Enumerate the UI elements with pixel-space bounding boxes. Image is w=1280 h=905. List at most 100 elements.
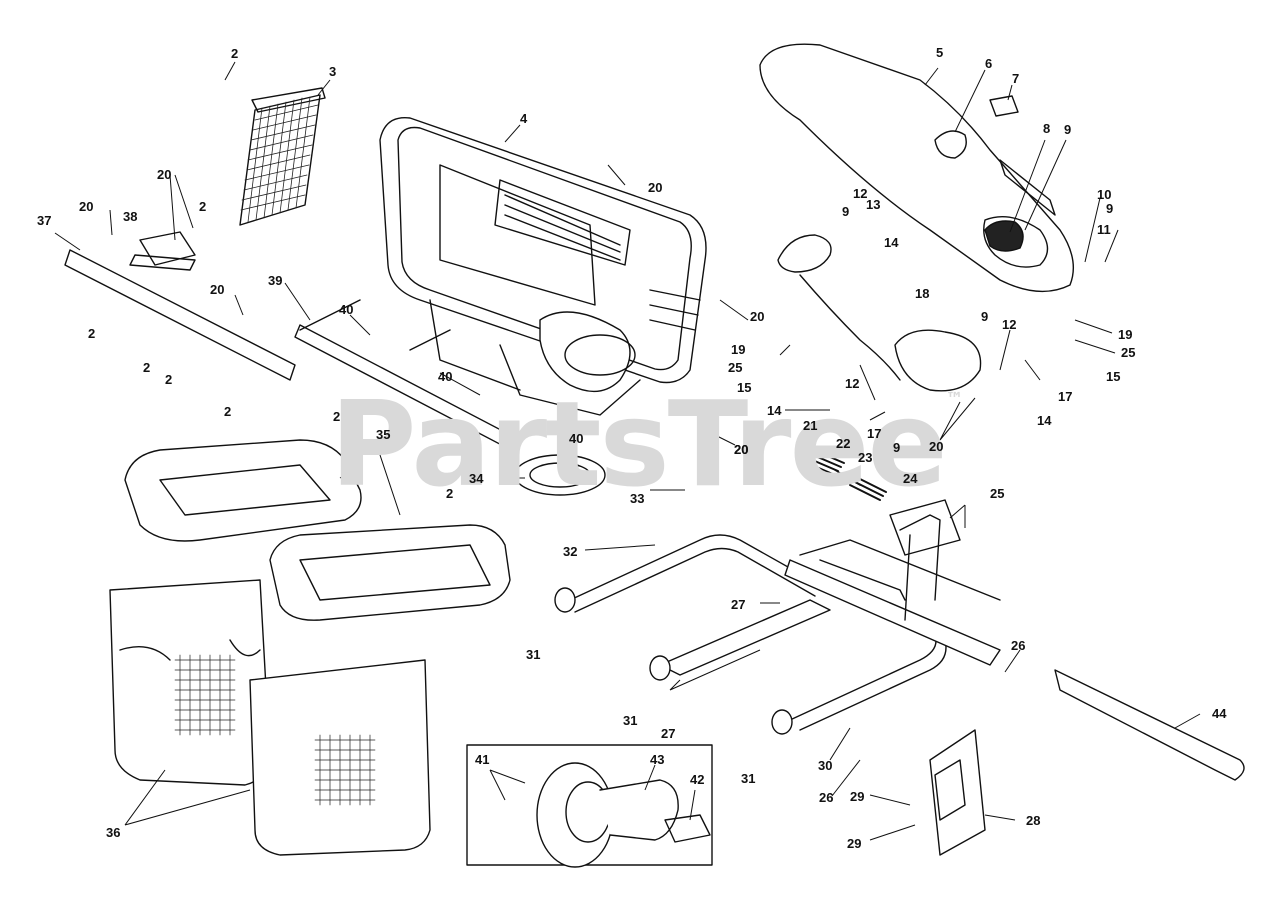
- part-43-wheel: [536, 762, 614, 868]
- part-number-label: 15: [1106, 369, 1121, 384]
- part-number-label: 14: [767, 403, 782, 418]
- part-32-frame: [569, 514, 1001, 731]
- part-number-label: 9: [893, 440, 901, 455]
- part-number-label: 39: [268, 273, 283, 288]
- part-number-label: 9: [1064, 122, 1072, 137]
- part-number-label: 25: [728, 360, 743, 375]
- part-35-frames: [124, 439, 511, 621]
- part-number-label: 17: [1058, 389, 1073, 404]
- part-number-label: 23: [858, 450, 873, 465]
- part-number-label: 40: [569, 431, 584, 446]
- part-3-grille: [239, 87, 326, 226]
- part-number-label: 2: [333, 409, 341, 424]
- part-number-label: 2: [446, 486, 454, 501]
- part-number-label: 28: [1026, 813, 1041, 828]
- part-7: [989, 95, 1019, 117]
- part-24: [889, 499, 961, 556]
- part-18: [894, 329, 982, 392]
- part-number-label: 41: [475, 752, 490, 767]
- part-number-label: 12: [853, 186, 868, 201]
- part-number-label: 38: [123, 209, 138, 224]
- part-number-label: 20: [750, 309, 765, 324]
- part-number-label: 12: [845, 376, 860, 391]
- leader-lines: [54, 61, 1201, 841]
- part-number-label: 20: [648, 180, 663, 195]
- part-number-label: 26: [819, 790, 834, 805]
- part-number-label: 33: [630, 491, 645, 506]
- part-number-label: 7: [1012, 71, 1020, 86]
- part-number-label: 40: [438, 369, 453, 384]
- part-number-label: 20: [157, 167, 172, 182]
- part-number-label: 34: [469, 471, 484, 486]
- part-number-label: 2: [88, 326, 96, 341]
- watermark: PartsTree™: [330, 375, 964, 513]
- part-number-label: 27: [731, 597, 746, 612]
- part-31-c: [771, 709, 793, 735]
- part-6: [934, 130, 967, 159]
- part-21-spring: [799, 447, 845, 476]
- part-number-label: 14: [884, 235, 899, 250]
- part-number-label: 20: [734, 442, 749, 457]
- part-number-label: 15: [737, 380, 752, 395]
- part-number-label: 24: [903, 471, 918, 486]
- part-39: [294, 324, 521, 453]
- part-number-label: 42: [690, 772, 705, 787]
- part-20-disk: [777, 234, 832, 273]
- watermark-mark: ™: [945, 389, 964, 410]
- part-number-label: 8: [1043, 121, 1051, 136]
- part-number-label: 29: [850, 789, 865, 804]
- part-37: [64, 249, 296, 381]
- part-number-label: 2: [231, 46, 239, 61]
- part-number-label: 9: [842, 204, 850, 219]
- part-number-label: 27: [661, 726, 676, 741]
- part-number-label: 22: [836, 436, 851, 451]
- part-number-label: 37: [37, 213, 52, 228]
- part-number-label: 26: [1011, 638, 1026, 653]
- part-number-label: 19: [731, 342, 746, 357]
- part-34: [514, 454, 606, 496]
- part-number-label: 31: [526, 647, 541, 662]
- part-number-label: 25: [1121, 345, 1136, 360]
- part-44: [1054, 669, 1245, 781]
- part-number-label: 14: [1037, 413, 1052, 428]
- part-number-label: 35: [376, 427, 391, 442]
- part-number-label: 2: [165, 372, 173, 387]
- part-38: [139, 231, 196, 266]
- part-number-label: 9: [1106, 201, 1114, 216]
- part-42: [664, 814, 711, 843]
- part-number-label: 32: [563, 544, 578, 559]
- part-number-label: 44: [1212, 706, 1227, 721]
- part-number-label: 40: [339, 302, 354, 317]
- part-number-label: 36: [106, 825, 121, 840]
- part-number-label: 25: [990, 486, 1005, 501]
- part-number-label: 13: [866, 197, 881, 212]
- part-number-label: 31: [741, 771, 756, 786]
- part-number-label: 17: [867, 426, 882, 441]
- part-number-label: 21: [803, 418, 818, 433]
- part-number-label: 18: [915, 286, 930, 301]
- part-number-label: 6: [985, 56, 993, 71]
- part-28: [929, 729, 986, 856]
- part-number-label: 29: [847, 836, 862, 851]
- part-number-label: 19: [1118, 327, 1133, 342]
- part-number-label: 31: [623, 713, 638, 728]
- part-4-housing: [379, 116, 707, 416]
- watermark-text: PartsTree: [330, 375, 948, 513]
- part-number-label: 20: [929, 439, 944, 454]
- inset-box: [466, 744, 713, 866]
- part-number-label: 43: [650, 752, 665, 767]
- part-31-b: [649, 655, 671, 681]
- part-number-label: 10: [1097, 187, 1112, 202]
- part-23-spring: [849, 476, 887, 501]
- part-number-label: 12: [1002, 317, 1017, 332]
- part-number-label: 4: [520, 111, 528, 126]
- part-number-label: 5: [936, 45, 944, 60]
- part-number-label: 2: [199, 199, 207, 214]
- part-number-label: 11: [1097, 222, 1111, 237]
- part-31-a: [554, 587, 576, 613]
- part-number-label: 20: [79, 199, 94, 214]
- part-8: [984, 220, 1024, 252]
- part-number-label: 9: [981, 309, 989, 324]
- part-number-label: 3: [329, 64, 337, 79]
